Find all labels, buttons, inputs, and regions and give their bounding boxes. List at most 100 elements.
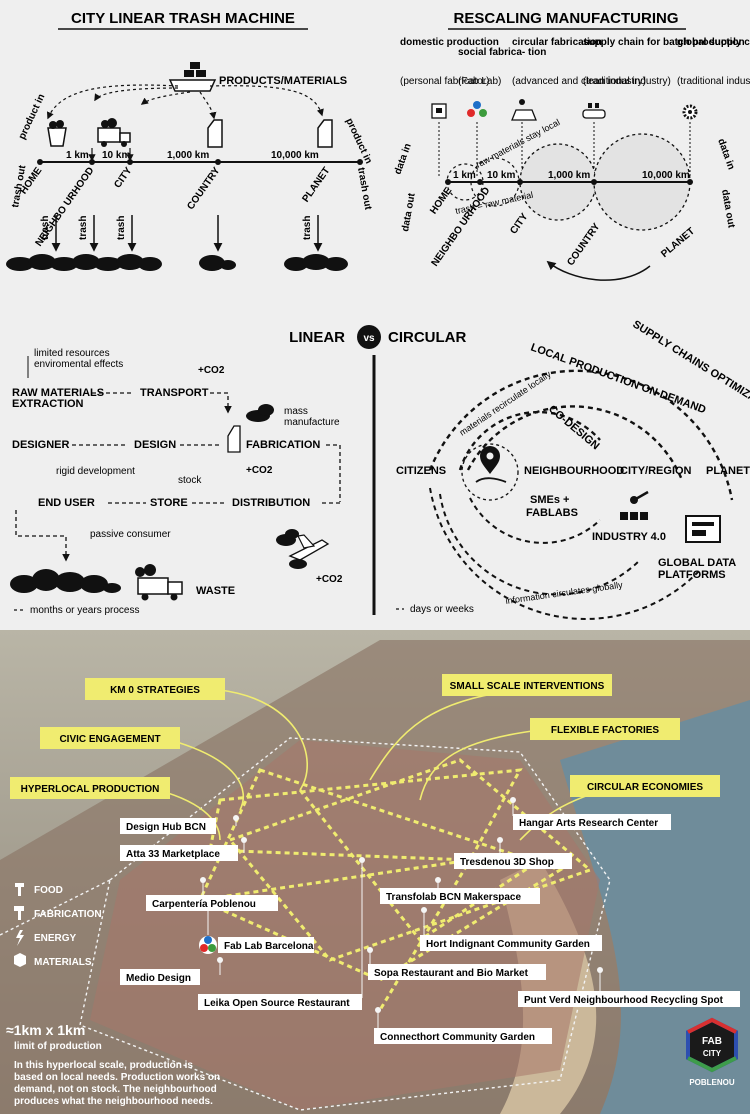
- svg-text:KM 0 STRATEGIES: KM 0 STRATEGIES: [110, 685, 200, 696]
- waste-pile: [10, 569, 121, 593]
- svg-text:HYPERLOCAL PRODUCTION: HYPERLOCAL PRODUCTION: [21, 784, 160, 795]
- place-label[interactable]: Design Hub BCN: [120, 818, 216, 834]
- svg-text:Transfolab BCN Makerspace: Transfolab BCN Makerspace: [386, 892, 521, 903]
- svg-text:based on local needs. Producti: based on local needs. Production works o…: [14, 1072, 220, 1083]
- logo-fab: FAB: [702, 1036, 722, 1047]
- column-head: circular fabrication: [512, 37, 602, 48]
- place-label[interactable]: Medio Design: [120, 969, 200, 985]
- place-label[interactable]: Fab Lab Barcelona: [218, 937, 314, 953]
- svg-text:Connecthort Community Garden: Connecthort Community Garden: [380, 1032, 535, 1043]
- distribution-label: DISTRIBUTION: [232, 497, 310, 509]
- data-in-label: data in: [715, 137, 736, 171]
- co2-label: +CO2: [246, 465, 273, 476]
- place-label[interactable]: Connecthort Community Garden: [374, 1028, 552, 1044]
- svg-text:Leika Open Source Restaurant: Leika Open Source Restaurant: [204, 998, 350, 1009]
- distance-label: 10 km: [487, 170, 515, 181]
- svg-text:Fab Lab Barcelona: Fab Lab Barcelona: [224, 941, 314, 952]
- products-label: PRODUCTS/MATERIALS: [219, 75, 347, 87]
- linear-diagram: limited resources enviromental effects +…: [10, 348, 343, 616]
- fabrication-label: FABRICATION: [246, 439, 320, 451]
- left-title: CITY LINEAR TRASH MACHINE: [71, 10, 295, 27]
- data-out-label: data out: [400, 192, 418, 233]
- trash-arrows: [51, 215, 323, 252]
- place-label[interactable]: Hangar Arts Research Center: [513, 814, 671, 830]
- trash-out-label: trash out: [355, 167, 373, 212]
- legend-energy: ENERGY: [34, 933, 77, 944]
- truck-icon: [97, 118, 131, 147]
- city-region-label: CITY/REGION: [620, 465, 692, 477]
- mass-text: mass: [284, 406, 308, 417]
- extraction-label: EXTRACTION: [12, 398, 84, 410]
- svg-text:CIRCULAR ECONOMIES: CIRCULAR ECONOMIES: [587, 782, 703, 793]
- legend-fabrication: FABRICATION: [34, 909, 102, 920]
- svg-text:Atta 33 Marketplace: Atta 33 Marketplace: [126, 849, 220, 860]
- vs-label: vs: [363, 333, 375, 344]
- store-label: STORE: [150, 497, 188, 509]
- place-label[interactable]: Carpentería Poblenou: [146, 895, 278, 911]
- platforms-label: PLATFORMS: [658, 569, 726, 581]
- place-label[interactable]: Leika Open Source Restaurant: [198, 994, 362, 1010]
- distance-label: 1,000 km: [548, 170, 590, 181]
- callout-km0: KM 0 STRATEGIES: [85, 678, 225, 700]
- food-icon: [15, 883, 24, 896]
- manufacture-text: manufacture: [284, 417, 340, 428]
- scale-sub-label: limit of production: [14, 1041, 102, 1052]
- legend-food: FOOD: [34, 885, 63, 896]
- place-label[interactable]: Sopa Restaurant and Bio Market: [368, 964, 546, 980]
- global-data-label: GLOBAL DATA: [658, 557, 736, 569]
- planet-label: PLANET: [706, 465, 750, 477]
- trash-label: trash: [78, 216, 89, 240]
- distance-label: 1 km: [453, 170, 476, 181]
- callout-small-scale: SMALL SCALE INTERVENTIONS: [442, 674, 612, 696]
- place-label[interactable]: Tresdenou 3D Shop: [454, 853, 572, 869]
- map-description: In this hyperlocal scale, production is …: [14, 1060, 220, 1107]
- trash-label: trash: [302, 216, 313, 240]
- smes-label: SMEs +: [530, 494, 569, 506]
- codesign-label: CO-DESIGN: [546, 403, 602, 452]
- assembly-line-icon: [582, 103, 606, 119]
- energy-icon: [16, 930, 24, 946]
- vs-badge: [357, 325, 381, 349]
- data-out-label: data out: [719, 189, 737, 230]
- svg-text:demand, not on stock. The neig: demand, not on stock. The neighbourhood: [14, 1084, 217, 1095]
- gear-icon: [682, 104, 698, 120]
- days-text: days or weeks: [410, 604, 474, 615]
- end-user-label: END USER: [38, 497, 95, 509]
- product-in-label: product in: [17, 92, 48, 141]
- data-in-label: data in: [392, 142, 413, 176]
- fablab-logo-icon: [199, 936, 217, 954]
- scale-label-city: CITY: [112, 165, 134, 190]
- column-head: domestic production: [400, 37, 499, 48]
- place-label[interactable]: Hort Indignant Community Garden: [420, 935, 602, 951]
- factory-icon: [317, 119, 333, 148]
- fablabs-label: FABLABS: [526, 507, 578, 519]
- robot-arm-icon: [620, 490, 649, 520]
- logo-place: POBLENOU: [689, 1078, 735, 1087]
- bin-icon: [47, 120, 67, 147]
- callout-civic: CIVIC ENGAGEMENT: [40, 727, 180, 749]
- svg-text:Medio Design: Medio Design: [126, 973, 191, 984]
- svg-text:FLEXIBLE FACTORIES: FLEXIBLE FACTORIES: [551, 725, 659, 736]
- diagram-area: CITY LINEAR TRASH MACHINE PRODUCTS/MATER…: [6, 10, 750, 620]
- svg-text:CIVIC ENGAGEMENT: CIVIC ENGAGEMENT: [59, 734, 160, 745]
- dump-truck-icon: [135, 564, 183, 601]
- callout-hyperlocal: HYPERLOCAL PRODUCTION: [10, 777, 170, 799]
- callout-circular: CIRCULAR ECONOMIES: [570, 775, 720, 797]
- linear-trash-panel: CITY LINEAR TRASH MACHINE PRODUCTS/MATER…: [6, 10, 374, 271]
- place-label[interactable]: Transfolab BCN Makerspace: [380, 888, 540, 904]
- svg-text:In this hyperlocal scale, prod: In this hyperlocal scale, production is: [14, 1060, 193, 1071]
- ship-icon: [168, 62, 217, 92]
- place-label[interactable]: Punt Verd Neighbourhood Recycling Spot: [518, 991, 740, 1007]
- svg-text:Design Hub BCN: Design Hub BCN: [126, 822, 206, 833]
- fablab-logo-icon: [467, 101, 487, 117]
- passive-text: passive consumer: [90, 529, 171, 540]
- svg-text:Sopa Restaurant and Bio Market: Sopa Restaurant and Bio Market: [374, 968, 529, 979]
- place-label[interactable]: Atta 33 Marketplace: [120, 845, 238, 861]
- distance-label: 10,000 km: [271, 150, 319, 161]
- callout-flexible: FLEXIBLE FACTORIES: [530, 718, 680, 740]
- cloud-icon: [246, 404, 274, 422]
- product-in-label: product in: [343, 117, 374, 166]
- distance-label: 10,000 km: [642, 170, 690, 181]
- world-screen-icon: [685, 515, 721, 543]
- column-sub: (personal fabricator): [400, 76, 489, 87]
